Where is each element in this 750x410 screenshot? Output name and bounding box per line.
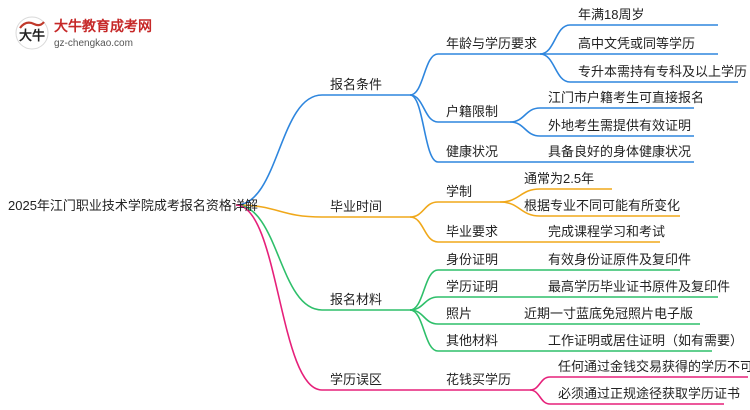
logo-mark-stroke-icon — [19, 21, 45, 29]
branch-label-registration-conditions: 报名条件 — [330, 77, 382, 92]
logo-mark-text: 大牛 — [19, 28, 45, 44]
leaf-local-residents: 江门市户籍考生可直接报名 — [548, 90, 704, 105]
leaf-varies-by-major: 根据专业不同可能有所变化 — [524, 198, 680, 213]
branch-connector — [235, 204, 323, 391]
leaf-connector — [499, 201, 541, 217]
branch-connector — [235, 204, 323, 218]
leaf-connector — [509, 107, 541, 123]
topic-photo: 照片 — [446, 306, 472, 321]
leaf-legit-channels: 必须通过正规途径获取学历证书 — [558, 386, 740, 401]
leaf-nonlocal-proof: 外地考生需提供有效证明 — [548, 118, 691, 133]
branch-label-application-materials: 报名材料 — [330, 292, 382, 307]
topic-education-proof: 学历证明 — [446, 279, 498, 294]
topic-connector — [409, 309, 439, 352]
topic-household-registration: 户籍限制 — [446, 104, 498, 119]
topic-buying-degree: 花钱买学历 — [446, 372, 511, 387]
logo-site-name: 大牛教育成考网 — [54, 18, 152, 35]
leaf-good-health: 具备良好的身体健康状况 — [548, 144, 691, 159]
topic-health: 健康状况 — [446, 144, 498, 159]
leaf-connector — [529, 376, 551, 391]
topic-graduation-requirements: 毕业要求 — [446, 224, 498, 239]
leaf-connector — [539, 24, 571, 55]
root-topic: 2025年江门职业技术学院成考报名资格详解 — [8, 198, 258, 213]
site-logo: 大牛 大牛教育成考网 gz-chengkao.com — [15, 16, 152, 50]
topic-id-proof: 身份证明 — [446, 252, 498, 267]
leaf-connector — [539, 53, 571, 83]
topic-age-education: 年龄与学历要求 — [446, 36, 537, 51]
topic-other-materials: 其他材料 — [446, 333, 498, 348]
leaf-connector — [509, 121, 541, 137]
leaf-money-unreliable: 任何通过金钱交易获得的学历不可靠 — [558, 359, 750, 374]
leaf-upgrade-requirement: 专升本需持有专科及以上学历 — [578, 64, 747, 79]
leaf-high-school-diploma: 高中文凭或同等学历 — [578, 36, 695, 51]
leaf-connector — [529, 389, 551, 405]
topic-connector — [409, 269, 439, 311]
leaf-typical-duration: 通常为2.5年 — [524, 171, 594, 186]
leaf-complete-courses: 完成课程学习和考试 — [548, 224, 665, 239]
leaf-id-card-copies: 有效身份证原件及复印件 — [548, 252, 691, 267]
branch-connector — [235, 204, 323, 311]
branch-label-graduation-time: 毕业时间 — [330, 199, 382, 214]
topic-connector — [409, 94, 439, 123]
branch-label-education-misconceptions: 学历误区 — [330, 372, 382, 387]
mindmap-links — [235, 24, 748, 405]
leaf-diploma-copies: 最高学历毕业证书原件及复印件 — [548, 279, 730, 294]
leaf-age-18: 年满18周岁 — [578, 7, 644, 22]
topic-connector — [409, 201, 439, 218]
topic-connector — [409, 216, 439, 243]
leaf-work-residence-proof: 工作证明或居住证明（如有需要） — [548, 333, 743, 348]
topic-connector — [409, 94, 439, 163]
topic-schooling-length: 学制 — [446, 184, 472, 199]
logo-site-url: gz-chengkao.com — [54, 38, 133, 49]
topic-connector — [409, 53, 439, 96]
branch-connector — [235, 94, 323, 206]
leaf-photo-spec: 近期一寸蓝底免冠照片电子版 — [524, 306, 693, 321]
